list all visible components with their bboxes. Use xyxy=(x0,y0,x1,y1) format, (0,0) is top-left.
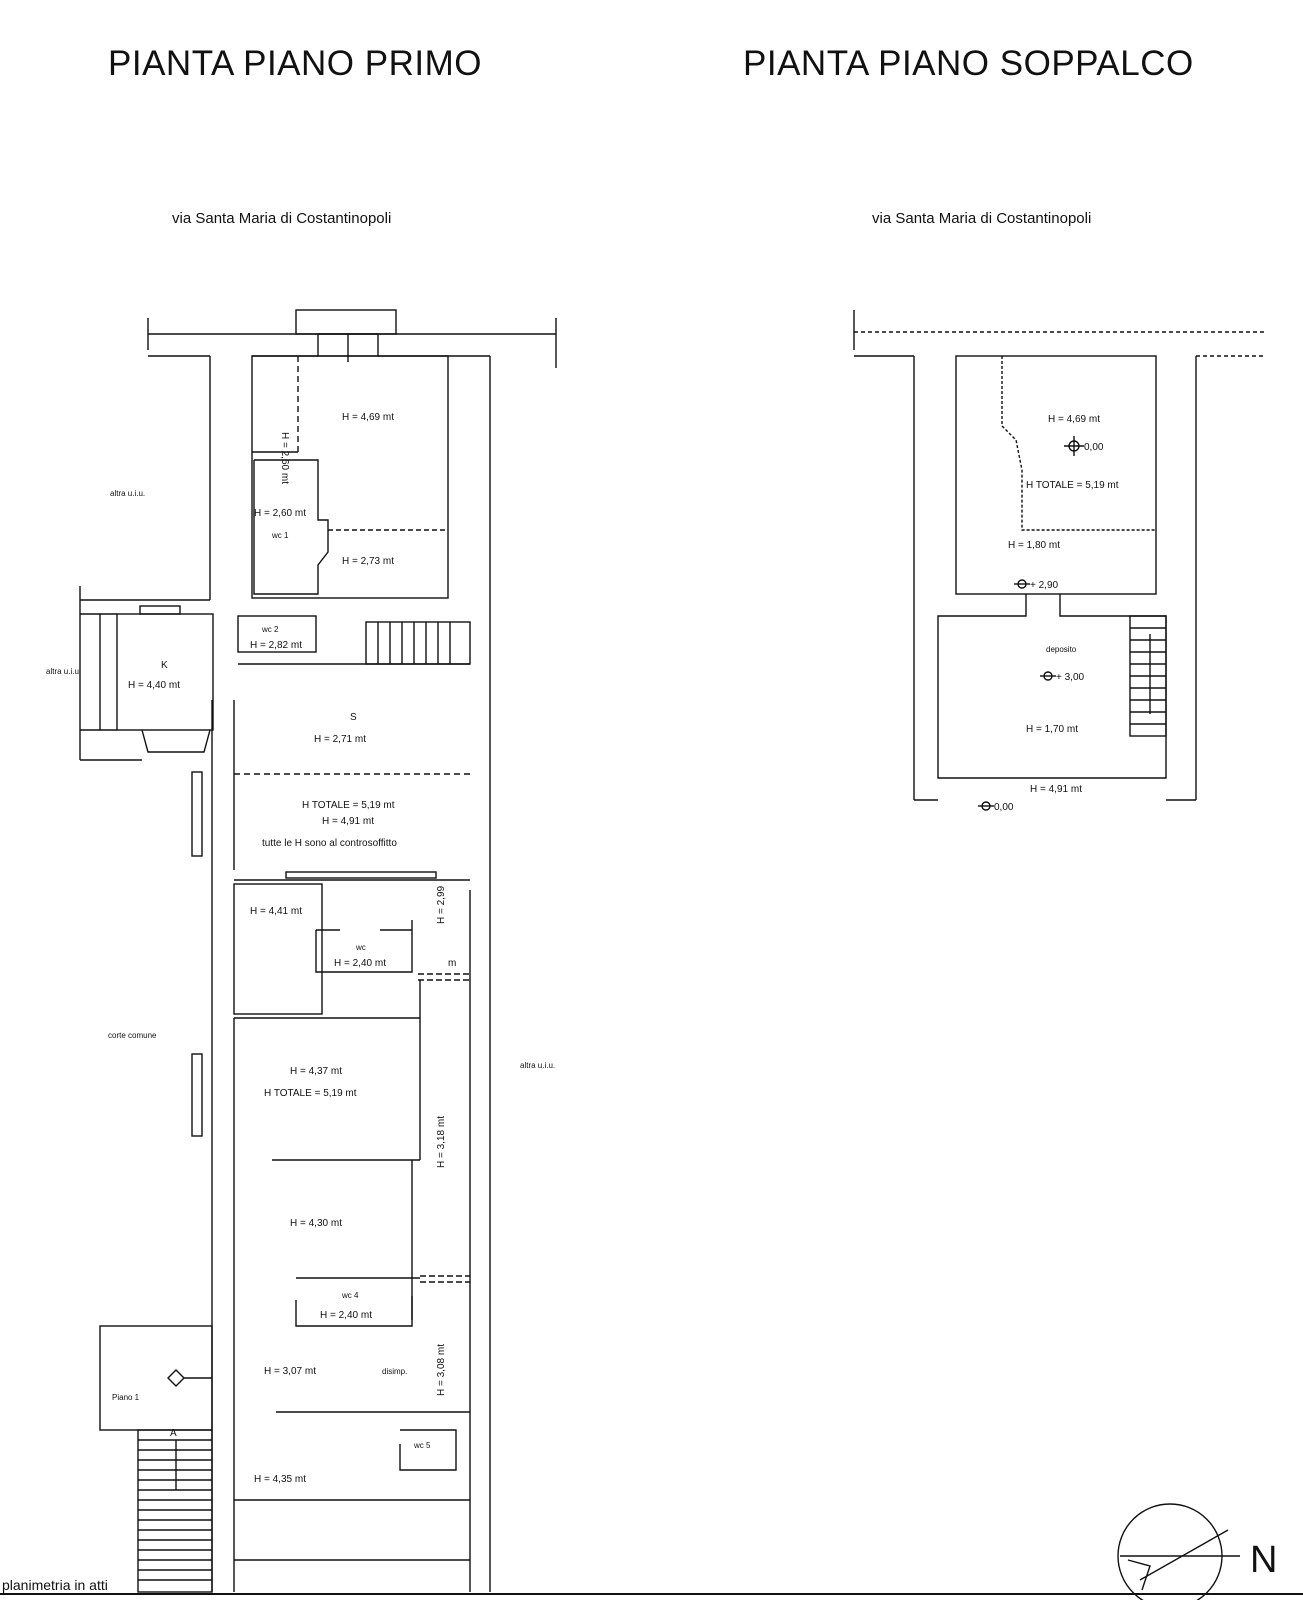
north-label: N xyxy=(1250,1539,1277,1581)
label-wc1: wc 1 xyxy=(271,531,289,540)
label-h-491: H = 4,91 mt xyxy=(322,816,374,827)
label-h-273: H = 2,73 mt xyxy=(342,556,394,567)
label-h-240b: H = 2,40 mt xyxy=(320,1310,372,1321)
label-mz-h-totale: H TOTALE = 5,19 mt xyxy=(1026,480,1119,491)
label-mz-h-491: H = 4,91 mt xyxy=(1030,784,1082,795)
label-wc4: wc 4 xyxy=(341,1291,359,1300)
footer-text: planimetria in atti xyxy=(2,1577,108,1593)
label-h-440: H = 4,40 mt xyxy=(128,680,180,691)
label-corte-comune: corte comune xyxy=(108,1031,157,1040)
mezzanine-labels: H = 4,69 mt 0,00 H TOTALE = 5,19 mt H = … xyxy=(994,414,1119,813)
label-h-totale-2: H TOTALE = 5,19 mt xyxy=(264,1088,357,1099)
mezzanine-plan xyxy=(853,310,1266,811)
label-note: tutte le H sono al controsoffitto xyxy=(262,838,397,849)
label-s: S xyxy=(350,712,357,723)
first-floor-title: PIANTA PIANO PRIMO xyxy=(108,44,482,83)
label-h-430: H = 4,30 mt xyxy=(290,1218,342,1229)
first-floor-labels: H = 2,60 mt H = 4,69 mt altra u.i.u. H =… xyxy=(46,412,555,1485)
north-compass xyxy=(1117,1503,1240,1600)
mezzanine-title: PIANTA PIANO SOPPALCO xyxy=(743,44,1194,83)
label-h-469: H = 4,69 mt xyxy=(342,412,394,423)
label-wc5: wc 5 xyxy=(413,1441,431,1450)
label-mz-deposito: deposito xyxy=(1046,645,1077,654)
label-h-441: H = 4,41 mt xyxy=(250,906,302,917)
label-m: m xyxy=(448,958,456,969)
label-altra-uiu-top: altra u.i.u. xyxy=(110,489,145,498)
mezzanine-street-label: via Santa Maria di Costantinopoli xyxy=(872,210,1092,227)
label-mz-lvl-000b: 0,00 xyxy=(994,802,1014,813)
label-mz-h-469: H = 4,69 mt xyxy=(1048,414,1100,425)
label-mz-h-180: H = 1,80 mt xyxy=(1008,540,1060,551)
label-piano: Piano 1 xyxy=(112,1393,140,1402)
label-h-totale-1: H TOTALE = 5,19 mt xyxy=(302,800,395,811)
label-wc3: wc xyxy=(355,943,366,952)
label-stair-a: A xyxy=(170,1428,177,1439)
label-mz-h-170: H = 1,70 mt xyxy=(1026,724,1078,735)
label-h-318: H = 3,18 mt xyxy=(436,1116,447,1168)
label-altra-uiu-right: altra u.i.u. xyxy=(520,1061,555,1070)
label-h-282: H = 2,82 mt xyxy=(250,640,302,651)
label-h-240: H = 2,40 mt xyxy=(334,958,386,969)
first-floor-street-label: via Santa Maria di Costantinopoli xyxy=(172,210,392,227)
label-disimp: disimp. xyxy=(382,1367,407,1376)
label-altra-uiu-left: altra u.i.u. xyxy=(46,667,81,676)
label-h-260: H = 2,60 mt xyxy=(279,432,290,484)
label-h-435: H = 4,35 mt xyxy=(254,1474,306,1485)
label-h-307: H = 3,07 mt xyxy=(264,1366,316,1377)
label-wc2: wc 2 xyxy=(261,625,279,634)
label-h-271: H = 2,71 mt xyxy=(314,734,366,745)
label-mz-lvl-290: + 2,90 xyxy=(1030,580,1059,591)
label-mz-lvl-300: + 3,00 xyxy=(1056,672,1085,683)
label-h-308: H = 3,08 mt xyxy=(436,1344,447,1396)
first-floor-plan xyxy=(0,309,1303,1595)
label-h-437: H = 4,37 mt xyxy=(290,1066,342,1077)
label-h-260b: H = 2,60 mt xyxy=(254,508,306,519)
label-mz-lvl-000a: 0,00 xyxy=(1084,442,1104,453)
label-h-299: H = 2,99 xyxy=(436,885,447,924)
label-k: K xyxy=(161,660,168,671)
